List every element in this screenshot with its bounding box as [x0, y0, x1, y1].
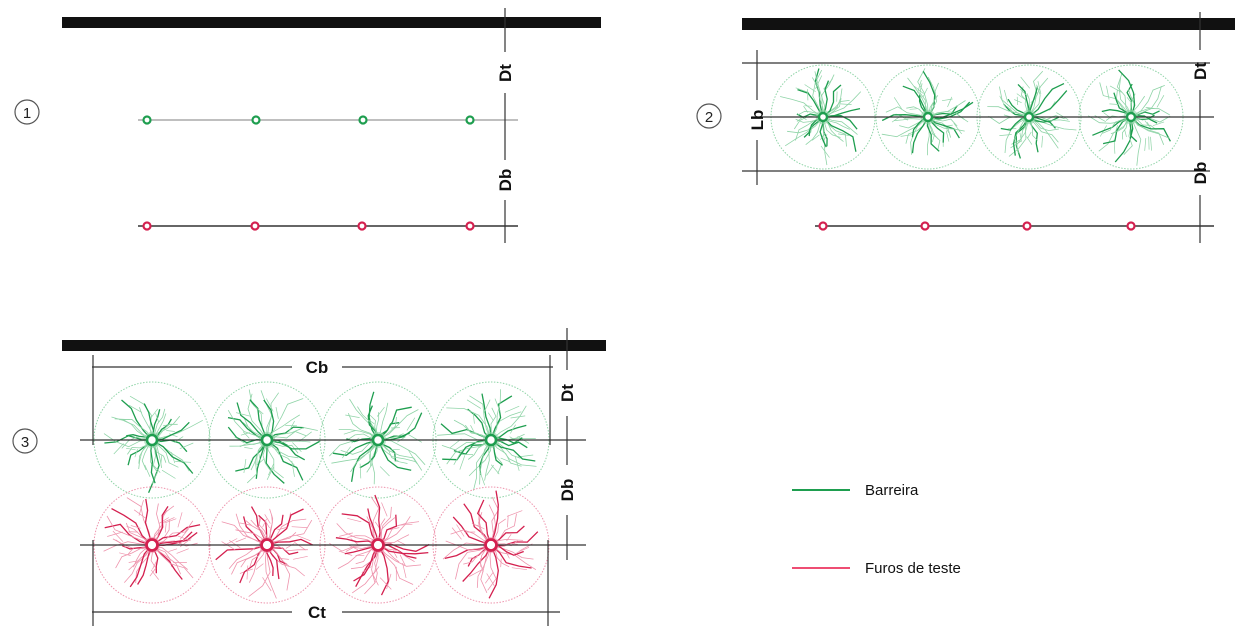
panel-3-number-badge: 3 [12, 428, 38, 454]
legend-label-test-holes: Furos de teste [865, 560, 961, 577]
panel-3-wall [62, 340, 606, 351]
barrier-hole [145, 433, 159, 447]
panel-3-db-label: Db [558, 479, 577, 502]
panel-1-number: 1 [23, 105, 31, 122]
panel-2: 2 Lb [696, 12, 1235, 243]
panel-2-db-label: Db [1191, 162, 1210, 185]
panel-2-number: 2 [705, 109, 713, 126]
panel-1-barrier-holes [142, 115, 475, 125]
test-hole [145, 538, 159, 552]
panel-3-ct-dimension [92, 540, 560, 626]
panel-2-barrier-holes [817, 111, 1137, 123]
test-hole [357, 221, 367, 231]
legend-item-barrier: Barreira [792, 482, 919, 499]
legend-label-barrier: Barreira [865, 482, 919, 499]
panel-3-cb-label: Cb [306, 358, 329, 377]
legend: Barreira Furos de teste [792, 482, 961, 577]
test-hole [465, 221, 475, 231]
panel-1-dt-label: Dt [496, 64, 515, 82]
test-hole [142, 221, 152, 231]
panel-2-wall [742, 18, 1235, 30]
panel-3-barrier-holes [145, 433, 498, 447]
panel-2-lb-label: Lb [748, 110, 767, 131]
barrier-hole [358, 115, 368, 125]
legend-item-test-holes: Furos de teste [792, 560, 961, 577]
test-hole [1126, 221, 1136, 231]
test-hole [260, 538, 274, 552]
barrier-hole [922, 111, 934, 123]
panel-3-number: 3 [21, 434, 29, 451]
barrier-hole [260, 433, 274, 447]
panel-3-dt-label: Dt [558, 384, 577, 402]
test-hole [250, 221, 260, 231]
test-hole [484, 538, 498, 552]
barrier-hole [484, 433, 498, 447]
barrier-spread-zone [208, 381, 326, 499]
panel-1-number-badge: 1 [14, 99, 40, 125]
barrier-hole [1125, 111, 1137, 123]
panel-2-lb-boundaries [742, 50, 1210, 185]
test-hole [1022, 221, 1032, 231]
barrier-hole [251, 115, 261, 125]
panel-1-db-label: Db [496, 169, 515, 192]
test-hole [371, 538, 385, 552]
test-hole [920, 221, 930, 231]
panel-1-wall [62, 17, 601, 28]
panel-3: 3 Cb [12, 328, 606, 626]
panel-2-test-holes [818, 221, 1136, 231]
barrier-hole [371, 433, 385, 447]
barrier-hole [465, 115, 475, 125]
test-hole [818, 221, 828, 231]
panel-1: 1 Dt Db [14, 8, 601, 243]
barrier-hole [1023, 111, 1035, 123]
panel-3-ct-label: Ct [308, 603, 326, 622]
panel-1-test-holes [142, 221, 475, 231]
barrier-hole [817, 111, 829, 123]
barrier-hole [142, 115, 152, 125]
panel-2-number-badge: 2 [696, 103, 722, 129]
panel-2-dt-label: Dt [1191, 62, 1210, 80]
panel-3-cb-dimension [92, 355, 553, 445]
panel-3-test-holes [145, 538, 498, 552]
